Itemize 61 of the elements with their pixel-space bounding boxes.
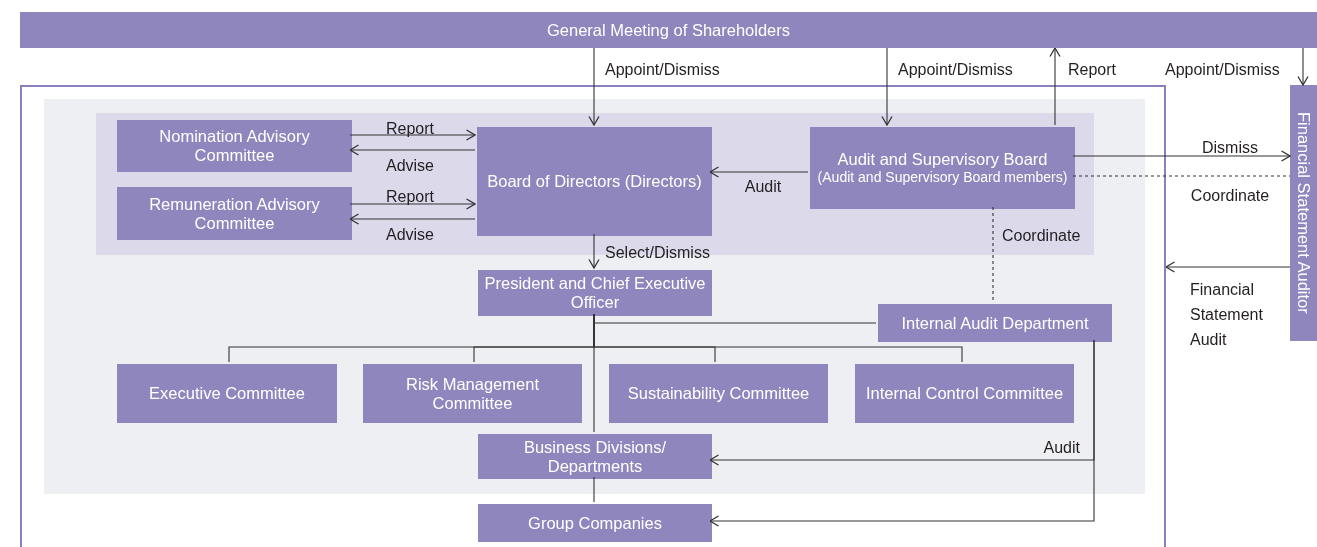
edge-label: Coordinate: [1002, 226, 1081, 246]
arrow: [1049, 47, 1061, 126]
box-title: Remuneration Advisory Committee: [148, 194, 321, 233]
edge-label: Report: [1068, 60, 1117, 80]
arrow: [349, 198, 476, 210]
box-title: Financial Statement Auditor: [1294, 112, 1313, 314]
arrow: [1165, 261, 1291, 273]
edge-label: Advise: [385, 156, 435, 176]
org-box: [117, 364, 337, 423]
group-panel: [44, 99, 1145, 494]
edge-label: Dismiss: [1201, 138, 1259, 158]
box-title: Board of Directors (Directors): [486, 172, 703, 191]
org-box: [478, 504, 712, 542]
org-box: [117, 187, 352, 240]
arrow: [588, 47, 600, 126]
edge-label: Appoint/Dismiss: [1165, 60, 1280, 80]
edge-label: Appoint/Dismiss: [605, 60, 720, 80]
org-box: [477, 127, 712, 236]
org-box: [117, 120, 352, 172]
box-title: Executive Committee: [148, 384, 306, 403]
arrow: [881, 47, 893, 126]
org-box: [363, 364, 582, 423]
edge-label: Advise: [385, 225, 435, 245]
box-title: Internal Control Committee: [864, 384, 1065, 403]
arrow: [588, 233, 600, 269]
org-box: [609, 364, 828, 423]
org-box: [20, 12, 1317, 48]
org-box: [478, 434, 712, 479]
box-title: Business Divisions/ Departments: [522, 437, 668, 476]
edge-label: Report: [385, 119, 435, 139]
arrow: [709, 339, 1095, 527]
arrow: [349, 144, 476, 156]
org-box: [810, 127, 1075, 209]
org-box: [878, 304, 1112, 342]
arrow: [1297, 47, 1309, 86]
box-title: Audit and Supervisory Board: [836, 150, 1049, 170]
box-subtitle: (Audit and Supervisory Board members): [816, 169, 1069, 186]
edge-label: Audit: [1042, 438, 1080, 458]
box-title: General Meeting of Shareholders: [545, 20, 792, 40]
group-panel: [20, 85, 1166, 547]
edge-label: Select/Dismiss: [605, 243, 710, 263]
edge-label: Appoint/Dismiss: [898, 60, 1013, 80]
arrow: [349, 213, 476, 225]
connector-line: [593, 476, 595, 503]
box-title: Risk Management Committee: [405, 374, 540, 413]
box-title: Internal Audit Department: [900, 313, 1090, 333]
arrow: [349, 129, 476, 141]
edge-label: Financial Statement Audit: [1190, 280, 1264, 350]
edge-label: Coordinate: [1189, 186, 1271, 206]
edge-label: Report: [385, 187, 435, 207]
box-title: President and Chief Executive Officer: [483, 274, 707, 312]
box-title: Sustainability Committee: [626, 384, 811, 403]
connector-line: [1072, 175, 1291, 177]
box-title: Nomination Advisory Committee: [158, 127, 311, 165]
edge-label: Audit: [743, 177, 783, 197]
box-title: Group Companies: [527, 513, 663, 533]
arrow: [709, 166, 809, 178]
auditor-bar: [1290, 85, 1317, 341]
connector-line: [992, 206, 994, 303]
org-box: [855, 364, 1074, 423]
arrow: [1072, 150, 1291, 162]
